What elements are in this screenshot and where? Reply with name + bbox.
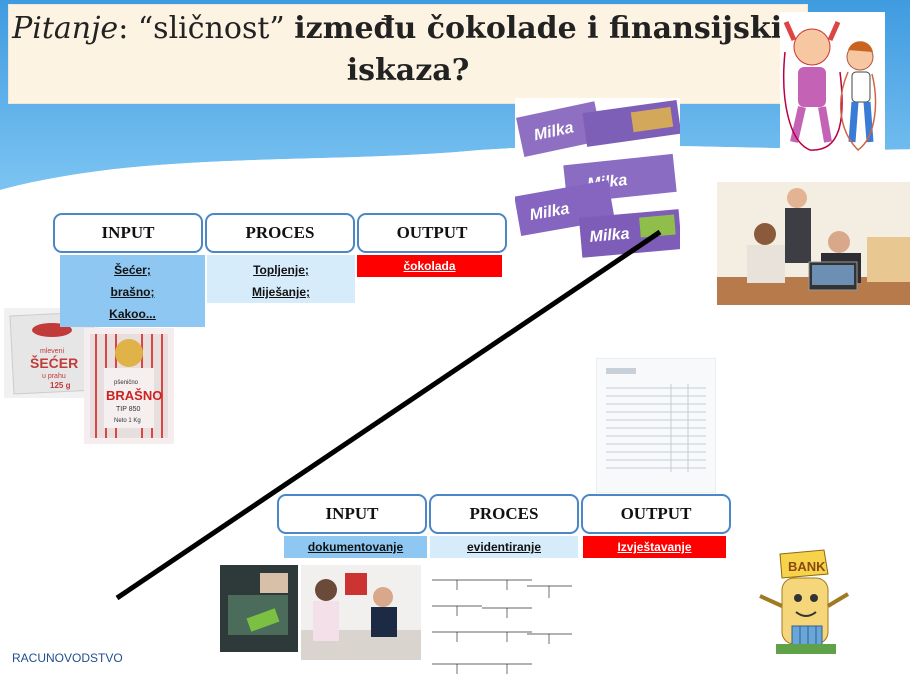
choc-input-item: Kakoo... xyxy=(109,307,156,321)
acc-output-item: Izvještavanje xyxy=(583,536,726,558)
flour-pack-image: pšenično BRAŠNO TIP 850 Neto 1 Kg xyxy=(84,328,174,444)
acc-process-item: evidentiranje xyxy=(430,536,578,558)
acc-input-header: INPUT xyxy=(277,494,427,534)
milka-chocolate-image: Milka Milka Milka Milka xyxy=(515,98,680,260)
title-middle: : “sličnost” xyxy=(118,11,295,46)
choc-input-item: Šećer; xyxy=(114,263,151,277)
atm-card-photo xyxy=(220,565,298,652)
bank-mascot-illustration: BANK xyxy=(752,546,852,658)
svg-text:u prahu: u prahu xyxy=(42,373,66,380)
acc-output-header-label: OUTPUT xyxy=(620,504,692,523)
choc-input-item: brašno; xyxy=(110,285,155,299)
choc-process-header-label: PROCES xyxy=(245,223,315,242)
choc-output-header: OUTPUT xyxy=(357,213,507,253)
acc-input-header-label: INPUT xyxy=(325,504,379,523)
svg-text:ŠEĆER: ŠEĆER xyxy=(30,354,78,371)
acc-process-header: PROCES xyxy=(429,494,579,534)
title-bold: između čokolade i finansijskih iskaza? xyxy=(294,11,804,88)
page-title: Pitanje: “sličnost” između čokolade i fi… xyxy=(8,8,808,92)
choc-input-header-label: INPUT xyxy=(101,223,155,242)
acc-output-header: OUTPUT xyxy=(581,494,731,534)
financial-statement-document xyxy=(596,358,716,493)
choc-input-header: INPUT xyxy=(53,213,203,253)
svg-text:pšenično: pšenično xyxy=(114,380,139,386)
choc-process-item: Miješanje; xyxy=(251,285,311,299)
kids-illustration xyxy=(780,12,885,154)
accounting-entries-sheet xyxy=(422,558,577,677)
svg-text:TIP 850: TIP 850 xyxy=(116,406,140,413)
choc-output-header-label: OUTPUT xyxy=(396,223,468,242)
choc-process-item: Topljenje; xyxy=(253,263,309,277)
acc-process-header-label: PROCES xyxy=(469,504,539,523)
bank-counter-photo xyxy=(301,565,421,660)
svg-text:Milka: Milka xyxy=(528,200,570,224)
svg-text:BRAŠNO: BRAŠNO xyxy=(106,388,162,403)
svg-text:Neto 1 Kg: Neto 1 Kg xyxy=(114,418,141,424)
office-people-photo xyxy=(717,182,910,305)
footer-label: RACUNOVODSTVO xyxy=(12,651,123,665)
title-background xyxy=(8,4,808,104)
acc-input-item: dokumentovanje xyxy=(284,536,427,558)
choc-input-list: Šećer; brašno; Kakoo... xyxy=(60,255,205,327)
choc-process-list: Topljenje; Miješanje; xyxy=(207,255,355,303)
choc-process-header: PROCES xyxy=(205,213,355,253)
choc-output-item: čokolada xyxy=(357,255,502,277)
svg-text:125 g: 125 g xyxy=(50,381,71,390)
svg-text:Milka: Milka xyxy=(589,226,630,246)
svg-text:mleveni: mleveni xyxy=(40,348,65,355)
svg-text:BANK: BANK xyxy=(788,559,826,574)
title-italic: Pitanje xyxy=(12,11,119,46)
